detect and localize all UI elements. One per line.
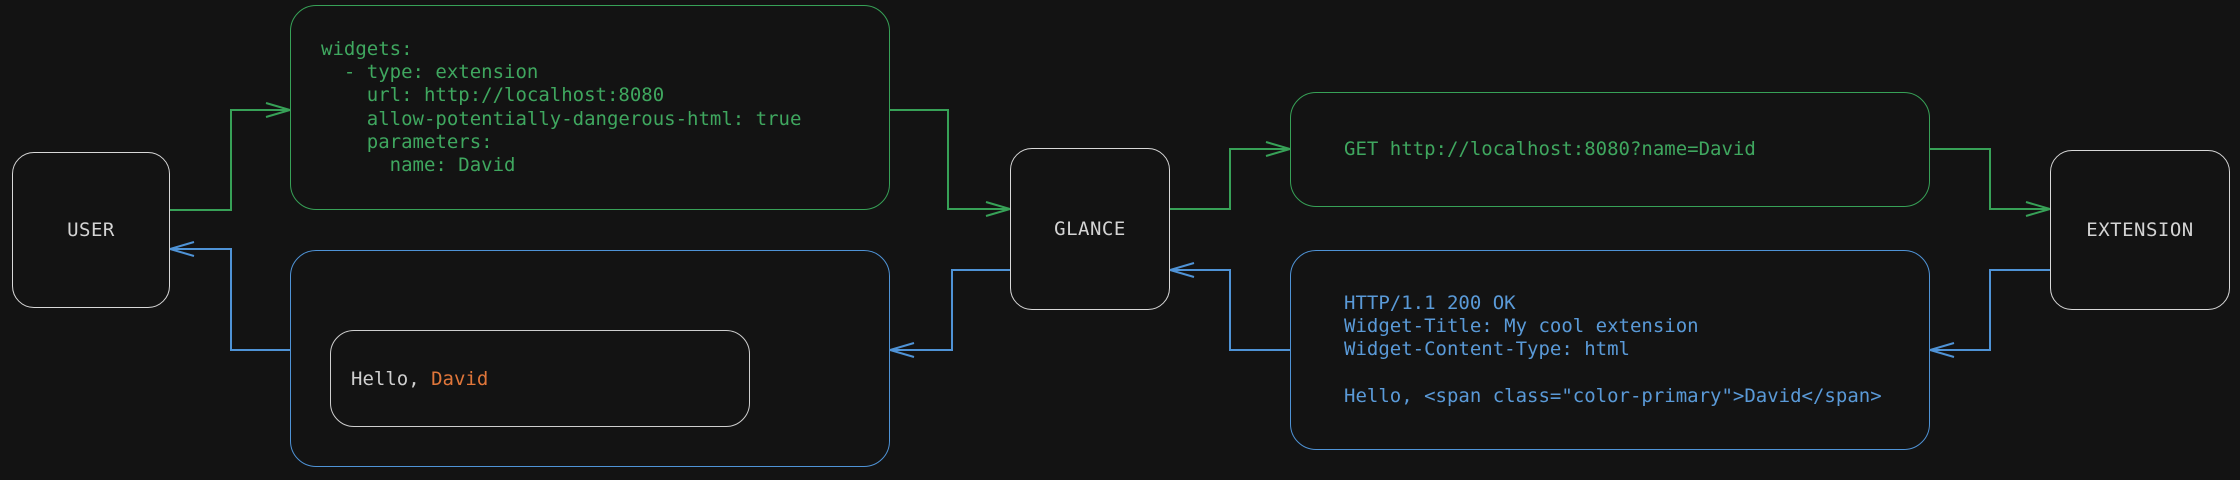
user-node-label: USER: [67, 219, 115, 241]
greeting-name: David: [431, 367, 489, 390]
http-request-line: GET http://localhost:8080?name=David: [1344, 137, 1756, 160]
extension-to-response-wire: [1930, 269, 2050, 350]
response-to-glance-wire: [1170, 270, 1290, 351]
glance-to-request-wire: [1170, 149, 1290, 210]
rendered-to-user-wire: [170, 249, 290, 351]
greeting-prefix: Hello,: [351, 367, 432, 390]
http-request-box: GET http://localhost:8080?name=David: [1290, 92, 1930, 207]
widget-config-box: widgets: - type: extension url: http://l…: [290, 5, 890, 210]
rendered-widget-box: MY COOL EXTENSION: [290, 250, 890, 467]
extension-node: EXTENSION: [2050, 150, 2230, 310]
glance-to-rendered-wire: [890, 269, 1010, 350]
user-to-config-wire: [170, 110, 290, 211]
widget-config-yaml: widgets: - type: extension url: http://l…: [321, 37, 802, 177]
extension-node-label: EXTENSION: [2086, 219, 2194, 241]
http-response-text: HTTP/1.1 200 OK Widget-Title: My cool ex…: [1344, 291, 1882, 407]
rendered-widget-content: Hello, David: [330, 330, 750, 427]
request-to-extension-wire: [1930, 148, 2050, 209]
http-response-box: HTTP/1.1 200 OK Widget-Title: My cool ex…: [1290, 250, 1930, 450]
user-node: USER: [12, 152, 170, 308]
glance-node-label: GLANCE: [1054, 218, 1126, 240]
config-to-glance-wire: [890, 109, 1010, 209]
glance-node: GLANCE: [1010, 148, 1170, 310]
